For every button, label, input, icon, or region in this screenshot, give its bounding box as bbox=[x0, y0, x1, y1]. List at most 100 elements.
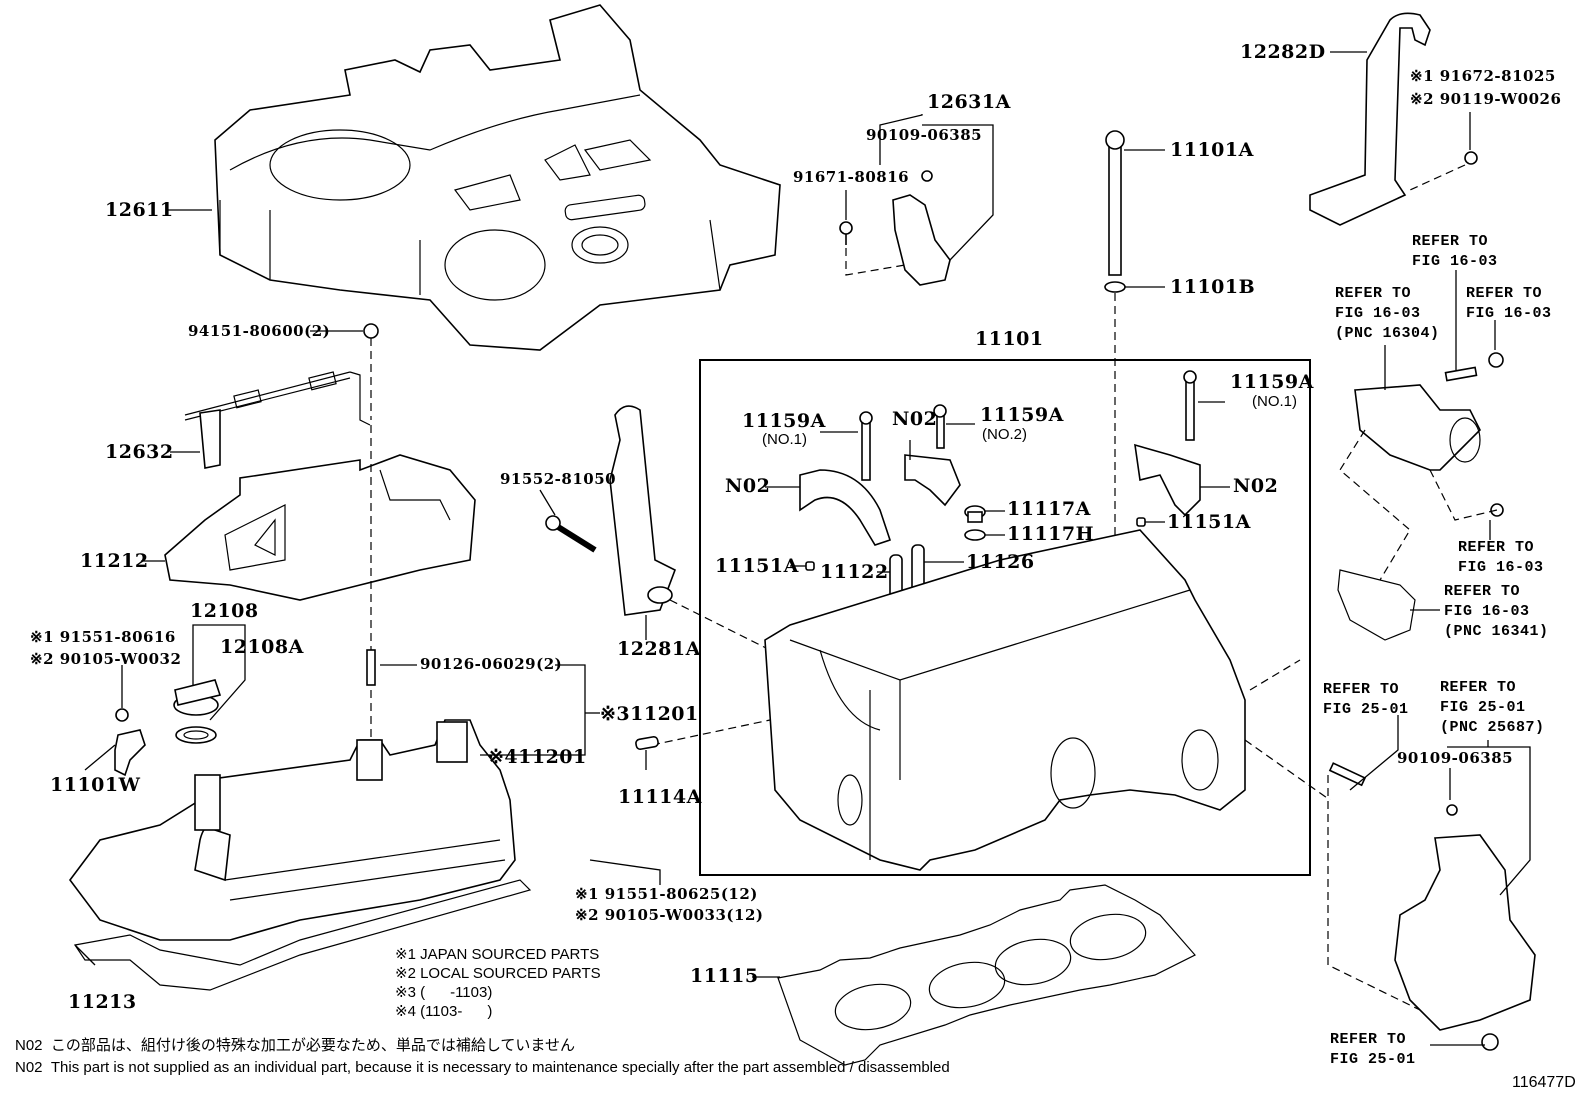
head-bolt-11101A[interactable] bbox=[1105, 130, 1125, 276]
refer-to-fig-25-01-pnc-25687[interactable]: REFER TO FIG 25-01 (PNC 25687) bbox=[1440, 678, 1545, 738]
plug-11117A[interactable] bbox=[964, 505, 986, 523]
label-12108A[interactable]: 12108A bbox=[220, 636, 304, 658]
label-91551-80625[interactable]: ※1 91551-80625(12) bbox=[575, 885, 758, 903]
refer-to-fig-16-03-top[interactable]: REFER TO FIG 16-03 bbox=[1412, 232, 1498, 272]
label-11159A-no1-right-sub: (NO.1) bbox=[1252, 393, 1297, 410]
label-91671-80816[interactable]: 91671-80816 bbox=[793, 168, 910, 186]
label-91552-81050[interactable]: 91552-81050 bbox=[500, 470, 617, 488]
bolt-11159A-no1-left[interactable] bbox=[859, 411, 873, 481]
label-90105-W0032[interactable]: ※2 90105-W0032 bbox=[30, 650, 182, 668]
refer-to-fig-16-03-nut[interactable]: REFER TO FIG 16-03 bbox=[1466, 284, 1552, 324]
legend-item-variant4: ※4 (1103- ) bbox=[395, 1003, 493, 1020]
label-N02-mid[interactable]: N02 bbox=[892, 408, 938, 430]
refer-to-fig-16-03-pnc-16341[interactable]: REFER TO FIG 16-03 (PNC 16341) bbox=[1444, 582, 1549, 642]
dowel-11151A-left[interactable] bbox=[805, 561, 815, 571]
label-90119-W0026[interactable]: ※2 90119-W0026 bbox=[1410, 90, 1562, 108]
legend: ※1 JAPAN SOURCED PARTS ※2 LOCAL SOURCED … bbox=[395, 945, 601, 1021]
footnote-jp: N02 この部品は、組付け後の特殊な加工が必要なため、単品では補給していません bbox=[15, 1036, 575, 1055]
baffle-plate-11212[interactable] bbox=[164, 454, 476, 601]
refer-line1: REFER TO bbox=[1466, 285, 1543, 302]
label-11201-variant3[interactable]: ※311201 bbox=[600, 703, 699, 725]
label-11122[interactable]: 11122 bbox=[820, 561, 889, 583]
oil-filler-cap-12108[interactable] bbox=[173, 679, 222, 744]
label-90105-W0033[interactable]: ※2 90105-W0033(12) bbox=[575, 906, 764, 924]
label-12281A[interactable]: 12281A bbox=[617, 638, 701, 660]
label-N02-right[interactable]: N02 bbox=[1233, 475, 1279, 497]
label-11101W[interactable]: 11101W bbox=[50, 774, 141, 796]
engine-cover-12611[interactable] bbox=[214, 4, 781, 351]
label-11159A-no1-left[interactable]: 11159A bbox=[742, 410, 826, 432]
bracket-11101W[interactable] bbox=[114, 708, 146, 777]
label-11159A-no1-right[interactable]: 11159A bbox=[1230, 371, 1314, 393]
refer-line2: FIG 16-03 bbox=[1412, 253, 1498, 270]
engine-hanger-12282D[interactable] bbox=[1309, 12, 1478, 226]
bearing-cap-N02-mid[interactable] bbox=[904, 454, 961, 507]
bolt-11159A-no2[interactable] bbox=[933, 404, 947, 449]
bearing-cap-N02-right[interactable] bbox=[1134, 443, 1201, 517]
stud-fig-25-01[interactable] bbox=[1328, 762, 1367, 787]
label-11101B[interactable]: 11101B bbox=[1170, 276, 1256, 298]
label-12632[interactable]: 12632 bbox=[105, 441, 174, 463]
label-11115[interactable]: 11115 bbox=[690, 965, 759, 987]
gasket-11117H[interactable] bbox=[964, 529, 986, 541]
label-11151A-right[interactable]: 11151A bbox=[1167, 511, 1251, 533]
water-outlet-gasket[interactable] bbox=[1337, 569, 1416, 641]
engine-hanger-12281A[interactable] bbox=[609, 405, 771, 651]
label-91551-80616[interactable]: ※1 91551-80616 bbox=[30, 628, 176, 646]
rod-bracket-12632[interactable] bbox=[184, 371, 371, 469]
bolt-11159A-no1-right[interactable] bbox=[1183, 370, 1197, 441]
label-12631A[interactable]: 12631A bbox=[927, 91, 1011, 113]
label-11126[interactable]: 11126 bbox=[966, 551, 1035, 573]
label-11159A-no2[interactable]: 11159A bbox=[980, 404, 1064, 426]
label-11151A-left[interactable]: 11151A bbox=[715, 555, 799, 577]
dowel-11114A[interactable] bbox=[635, 735, 659, 751]
label-11117A[interactable]: 11117A bbox=[1007, 498, 1091, 520]
footnote-en: N02 This part is not supplied as an indi… bbox=[15, 1058, 950, 1077]
refer-to-fig-25-01-bolt[interactable]: REFER TO FIG 25-01 bbox=[1330, 1030, 1416, 1070]
label-11117H[interactable]: 11117H bbox=[1007, 523, 1095, 545]
label-12282D[interactable]: 12282D bbox=[1240, 41, 1326, 63]
label-11159A-no2-sub: (NO.2) bbox=[982, 426, 1027, 443]
label-11212[interactable]: 11212 bbox=[80, 550, 149, 572]
cylinder-head-11101[interactable] bbox=[764, 529, 1246, 871]
refer-line2: FIG 25-01 bbox=[1323, 701, 1409, 718]
bearing-cap-N02-left[interactable] bbox=[799, 469, 892, 546]
head-gasket-11115[interactable] bbox=[777, 884, 1196, 1066]
label-12611[interactable]: 12611 bbox=[105, 199, 174, 221]
footnote-text: This part is not supplied as an individu… bbox=[50, 1059, 950, 1076]
group-box-11101 bbox=[699, 359, 1311, 876]
refer-to-fig-16-03-bolt[interactable]: REFER TO FIG 16-03 bbox=[1458, 538, 1544, 578]
label-N02-left[interactable]: N02 bbox=[725, 475, 771, 497]
head-cover-gasket-11213[interactable] bbox=[73, 879, 532, 991]
stud-90126-06029[interactable] bbox=[366, 425, 376, 740]
bolt-91552-81050[interactable] bbox=[545, 515, 597, 553]
refer-line1: REFER TO bbox=[1444, 583, 1521, 600]
label-11114A[interactable]: 11114A bbox=[618, 786, 702, 808]
leader-lines bbox=[74, 51, 1531, 1046]
label-94151-80600[interactable]: 94151-80600(2) bbox=[188, 322, 331, 340]
water-outlet-housing[interactable] bbox=[1354, 352, 1504, 517]
refer-line1: REFER TO bbox=[1335, 285, 1412, 302]
cylinder-head-cover-11201[interactable] bbox=[69, 719, 516, 941]
label-90126-06029[interactable]: 90126-06029(2) bbox=[420, 655, 563, 673]
refer-line2: FIG 16-03 bbox=[1335, 305, 1421, 322]
footnote-code: N02 bbox=[15, 1037, 43, 1054]
dowel-11151A-right[interactable] bbox=[1136, 517, 1146, 527]
refer-to-fig-16-03-pnc-16304[interactable]: REFER TO FIG 16-03 (PNC 16304) bbox=[1335, 284, 1440, 344]
bracket-fig-25-01[interactable] bbox=[1394, 804, 1536, 1051]
label-90109-06385-top[interactable]: 90109-06385 bbox=[866, 126, 983, 144]
refer-line2: FIG 16-03 bbox=[1458, 559, 1544, 576]
label-11101A[interactable]: 11101A bbox=[1170, 139, 1254, 161]
nut-94151-80600[interactable] bbox=[363, 323, 379, 420]
legend-item-local-sourced: ※2 LOCAL SOURCED PARTS bbox=[395, 965, 601, 982]
refer-line1: REFER TO bbox=[1412, 233, 1489, 250]
label-11101[interactable]: 11101 bbox=[975, 328, 1044, 350]
refer-to-fig-25-01-stud[interactable]: REFER TO FIG 25-01 bbox=[1323, 680, 1409, 720]
label-12108[interactable]: 12108 bbox=[190, 600, 259, 622]
label-11201-variant4[interactable]: ※411201 bbox=[488, 746, 587, 768]
label-90109-06385-right[interactable]: 90109-06385 bbox=[1397, 749, 1514, 767]
engine-hanger-12631A[interactable] bbox=[839, 170, 951, 286]
label-11213[interactable]: 11213 bbox=[68, 991, 137, 1013]
label-91672-81025[interactable]: ※1 91672-81025 bbox=[1410, 67, 1556, 85]
